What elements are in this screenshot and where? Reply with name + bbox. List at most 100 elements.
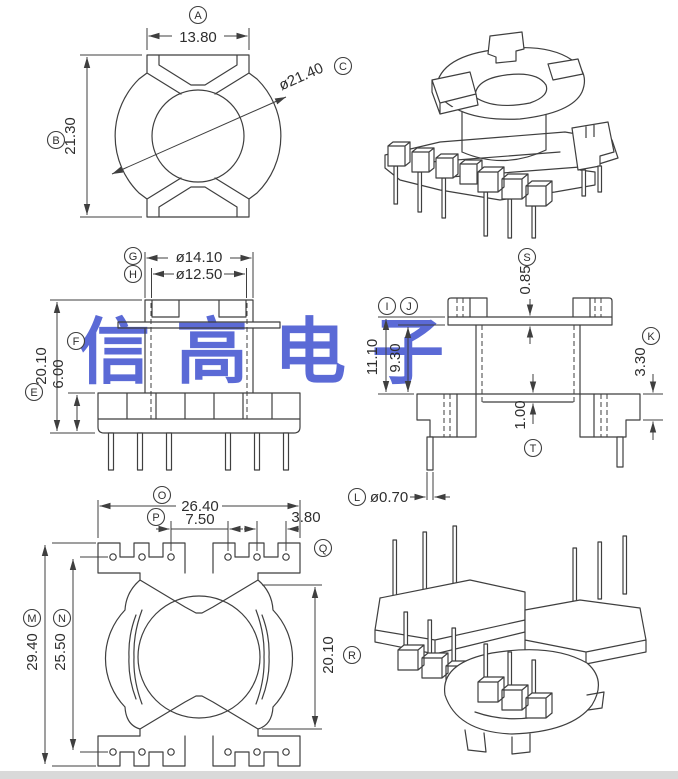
- dim-p-balloon: [146, 507, 166, 527]
- dim-p-ext: [170, 521, 229, 551]
- footer-strip: [0, 771, 678, 779]
- dim-g-letter: G: [129, 251, 138, 263]
- dim-q-value: 3.80: [291, 509, 320, 526]
- iso-top-pins: [393, 165, 603, 239]
- dim-c-letter: C: [339, 61, 347, 73]
- dim-n-ext: [80, 556, 108, 753]
- side-view-pins: [426, 436, 624, 471]
- dim-j-letter: J: [406, 301, 412, 313]
- dim-i-balloon: [377, 296, 397, 316]
- dim-k-letter: K: [647, 331, 655, 343]
- dim-k-ext: [643, 393, 663, 421]
- dim-b-balloon: [46, 130, 66, 150]
- bottom-view-pin-holes: [109, 553, 290, 756]
- dim-a-balloon: [188, 5, 208, 25]
- side-view-outline: [416, 297, 641, 438]
- front-view: ø14.10 G ø12.50 H 20.10 E 6.00 F: [24, 246, 301, 471]
- pin-hole: [224, 748, 232, 756]
- dim-c-value: ø21.40: [276, 60, 326, 95]
- dim-c-line: [111, 96, 287, 175]
- dim-q-ext: [256, 521, 287, 551]
- pin-hole: [167, 748, 175, 756]
- dim-p-letter: P: [152, 512, 159, 524]
- dim-k-balloon: [641, 326, 661, 346]
- dim-l-ext: [426, 472, 434, 500]
- iso-top-tab-top: [487, 31, 525, 64]
- pin-hole: [282, 748, 290, 756]
- pin-hole: [282, 553, 290, 561]
- dim-p-value: 7.50: [185, 511, 214, 528]
- dim-s-letter: S: [523, 252, 530, 264]
- dim-m-balloon: [22, 608, 42, 628]
- dim-f-letter: F: [73, 336, 80, 348]
- dim-k-value: 3.30: [632, 347, 649, 376]
- dim-f-value: 6.00: [50, 359, 67, 388]
- bottom-view-center-circle: [137, 595, 261, 719]
- dim-g-value: ø14.10: [176, 249, 223, 266]
- top-view: 13.80 A 21.30 B ø21.40 C: [46, 5, 353, 218]
- dim-n-letter: N: [58, 613, 66, 625]
- iso-bottom-left-plate: [374, 579, 526, 655]
- front-view-outline: [97, 299, 301, 434]
- bottom-view-body: [104, 572, 294, 737]
- pin-hole: [138, 748, 146, 756]
- dim-q-letter: Q: [319, 543, 328, 555]
- iso-top-tab-left: [431, 71, 479, 115]
- dim-n-balloon: [52, 608, 72, 628]
- iso-top-right-block: [571, 121, 615, 171]
- dim-r-balloon: [342, 645, 362, 665]
- front-view-hidden-lines: [150, 303, 248, 419]
- dim-r-value: 20.10: [320, 636, 337, 674]
- dim-o-value: 26.40: [181, 498, 219, 515]
- front-view-pins: [107, 432, 290, 471]
- dim-o-ext: [97, 500, 301, 538]
- side-view: 11.10 I 9.30 J 0.85 S 3.30 K 1.00 T: [347, 247, 663, 507]
- dim-l-letter: L: [354, 492, 360, 504]
- dim-e-letter: E: [30, 387, 37, 399]
- side-view-hidden-lines: [443, 298, 608, 437]
- dim-r-letter: R: [348, 650, 356, 662]
- dim-i-value: 11.10: [364, 339, 381, 375]
- dim-o-letter: O: [158, 490, 167, 502]
- dim-i-ext: [378, 316, 445, 395]
- dim-t-balloon: [523, 438, 543, 458]
- dim-h-ext: [151, 268, 247, 298]
- dim-j-balloon: [399, 296, 419, 316]
- dim-n-value: 25.50: [52, 633, 69, 671]
- dim-i-letter: I: [385, 301, 388, 313]
- dim-m-value: 29.40: [24, 633, 41, 671]
- bottom-view: 26.40 O 7.50 P 3.80 Q 29.40 M 25.50: [22, 485, 362, 767]
- iso-top-tab-right: [547, 58, 584, 81]
- dim-j-value: 9.30: [387, 343, 404, 372]
- dim-a-letter: A: [194, 10, 202, 22]
- dim-m-ext: [52, 542, 96, 767]
- pin-hole: [224, 553, 232, 561]
- dim-c-balloon: [333, 56, 353, 76]
- dim-s-value: 0.85: [517, 265, 534, 294]
- dim-e-balloon: [24, 382, 44, 402]
- iso-top-flange-opening: [474, 73, 548, 107]
- dim-t-letter: T: [530, 443, 537, 455]
- pin-hole: [253, 553, 261, 561]
- iso-top-front-header-cubes: [477, 166, 553, 207]
- dim-m-letter: M: [27, 613, 36, 625]
- dim-a-value: 13.80: [179, 29, 217, 46]
- dim-q-balloon: [313, 538, 333, 558]
- dim-e-value: 20.10: [33, 347, 50, 385]
- dim-b-value: 21.30: [62, 117, 79, 155]
- dim-b-letter: B: [52, 135, 59, 147]
- dim-h-letter: H: [129, 269, 137, 281]
- dim-h-value: ø12.50: [176, 266, 223, 283]
- dim-l-balloon: [347, 487, 367, 507]
- pin-hole: [167, 553, 175, 561]
- dim-f-balloon: [66, 331, 86, 351]
- dim-l-value: ø0.70: [370, 489, 408, 506]
- dim-g-balloon: [123, 246, 143, 266]
- dim-t-value: 1.00: [512, 400, 529, 429]
- iso-bottom-view: [374, 525, 647, 755]
- pin-hole: [109, 553, 117, 561]
- pin-hole: [138, 553, 146, 561]
- pin-hole: [253, 748, 261, 756]
- pin-hole: [109, 748, 117, 756]
